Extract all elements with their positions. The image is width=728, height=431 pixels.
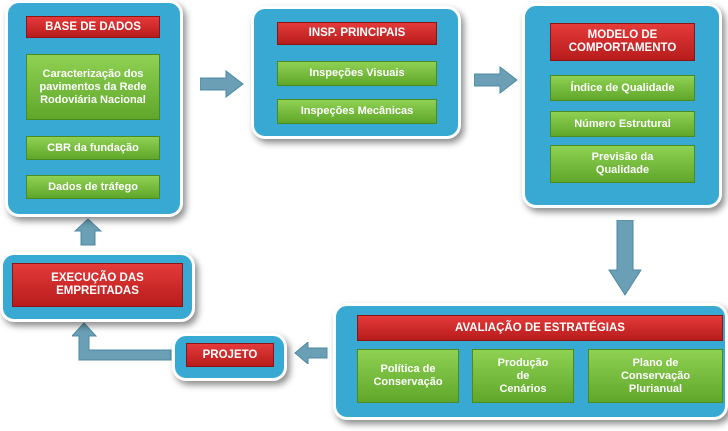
insp-principais-panel: INSP. PRINCIPAIS Inspeções Visuais Inspe… <box>251 6 461 139</box>
item-inspecoes-visuais: Inspeções Visuais <box>277 61 437 86</box>
insp-principais-title: INSP. PRINCIPAIS <box>277 22 437 45</box>
item-inspecoes-mecanicas: Inspeções Mecânicas <box>277 99 437 124</box>
modelo-comportamento-panel: MODELO DE COMPORTAMENTO Índice de Qualid… <box>522 3 722 208</box>
execucao-panel: EXECUÇÃO DAS EMPREITADAS <box>0 252 195 322</box>
item-dados-trafego: Dados de tráfego <box>26 175 160 199</box>
arrow-elbow-up <box>72 322 172 361</box>
arrow-down <box>608 220 642 296</box>
avaliacao-estrategias-title: AVALIAÇÃO DE ESTRATÉGIAS <box>357 315 723 341</box>
item-numero-estrutural: Número Estrutural <box>550 111 695 137</box>
avaliacao-estrategias-panel: AVALIAÇÃO DE ESTRATÉGIAS Política de Con… <box>333 303 728 420</box>
projeto-panel: PROJETO <box>172 333 287 381</box>
item-producao-cenarios: Produção de Cenários <box>472 349 574 403</box>
item-plano-conservacao: Plano de Conservação Plurianual <box>588 349 723 403</box>
projeto-title: PROJETO <box>186 343 274 367</box>
base-de-dados-panel: BASE DE DADOS Caracterização dos pavimen… <box>5 0 183 217</box>
item-indice-qualidade: Índice de Qualidade <box>550 75 695 101</box>
item-caracterizacao: Caracterização dos pavimentos da Rede Ro… <box>26 54 160 120</box>
arrow-left <box>294 342 328 364</box>
arrow-right-2 <box>474 66 518 94</box>
base-de-dados-title: BASE DE DADOS <box>26 16 160 38</box>
item-cbr-fundacao: CBR da fundação <box>26 136 160 160</box>
item-previsao-qualidade: Previsão da Qualidade <box>550 145 695 183</box>
arrow-up <box>74 218 102 246</box>
arrow-right-1 <box>200 70 244 98</box>
modelo-comportamento-title: MODELO DE COMPORTAMENTO <box>550 23 695 61</box>
item-politica-conservacao: Política de Conservação <box>357 349 459 403</box>
execucao-title: EXECUÇÃO DAS EMPREITADAS <box>12 263 183 307</box>
